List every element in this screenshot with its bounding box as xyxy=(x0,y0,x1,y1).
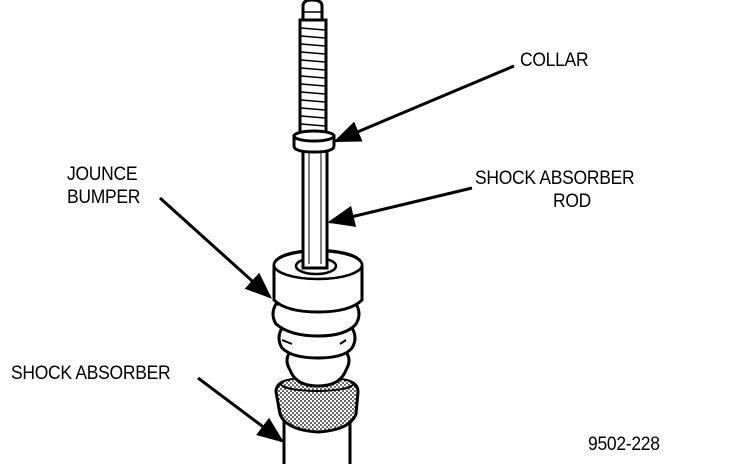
shock-absorber-rod xyxy=(298,0,329,270)
shock-absorber-leader-arrow xyxy=(197,376,285,443)
jounce-bumper xyxy=(271,248,364,388)
shock-absorber-body xyxy=(274,376,360,464)
jounce-bumper-leader-arrow xyxy=(158,196,273,299)
jounce-bumper-label-line1: JOUNCE xyxy=(67,164,138,185)
collar xyxy=(292,129,336,154)
jounce-bumper-label-line2: BUMPER xyxy=(67,187,141,208)
rod-leader-arrow xyxy=(327,186,473,227)
collar-leader-arrow xyxy=(333,64,515,143)
collar-label: COLLAR xyxy=(520,50,589,71)
figure-number: 9502-228 xyxy=(588,434,660,455)
shock-absorber-rod-label-line1: SHOCK ABSORBER xyxy=(475,168,635,189)
shock-absorber-label: SHOCK ABSORBER xyxy=(11,363,171,384)
shock-absorber-rod-label-line2: ROD xyxy=(553,191,592,212)
